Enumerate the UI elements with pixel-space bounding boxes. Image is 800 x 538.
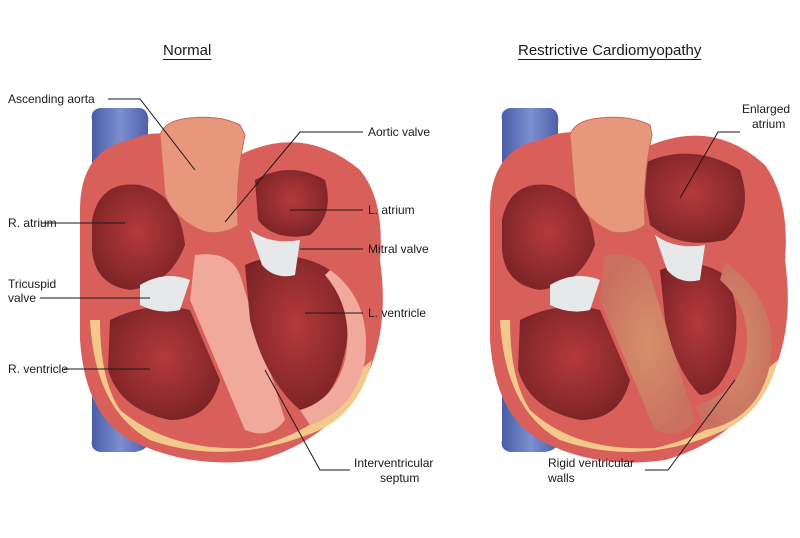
label-l-atrium: L. atrium [368,203,415,217]
restrictive-heart [490,108,788,471]
label-ascending-aorta: Ascending aorta [8,92,95,106]
label-enlarged-atrium-line1: Enlarged [742,102,791,116]
label-enlarged-atrium-line2: atrium [752,117,786,131]
septum-normal [190,254,285,434]
label-tricuspid-line1: Tricuspid [8,277,57,291]
r-ventricle-chamber-restrictive [518,306,630,420]
l-atrium-chamber-normal [255,170,328,237]
r-ventricle-chamber-normal [108,306,220,420]
aorta-restrictive [569,116,653,234]
septum-restrictive [600,254,695,434]
l-ventricle-chamber-normal [245,256,348,410]
l-ventricle-chamber-restrictive [660,263,737,395]
mitral-valve-restrictive [655,235,705,282]
panel-title-normal: Normal [163,42,212,59]
label-rigid-walls-line2: walls [548,471,575,485]
enlarged-atrium-restrictive [640,153,745,243]
tricuspid-valve-restrictive [550,276,600,312]
normal-heart [40,98,383,471]
leader-lines-normal [40,98,363,471]
label-r-atrium: R. atrium [8,216,57,230]
label-septum-line2: septum [380,471,420,485]
aorta-normal [159,116,246,234]
label-r-ventricle: R. ventricle [8,362,69,376]
label-rigid-walls-line1: Rigid ventricular [548,456,635,470]
rigid-wall-restrictive [695,262,772,430]
label-l-ventricle: L. ventricle [368,306,427,320]
label-tricuspid-line2: valve [8,291,37,305]
label-aortic-valve: Aortic valve [368,125,431,139]
l-ventricle-wall-normal [300,270,366,425]
panel-title-restrictive: Restrictive Cardiomyopathy [518,42,702,59]
tricuspid-valve-normal [140,276,190,312]
label-mitral-valve: Mitral valve [368,242,429,256]
mitral-valve-normal [250,230,300,277]
leader-lines-restrictive [645,131,740,471]
r-atrium-chamber-restrictive [502,184,595,290]
label-septum-line1: Interventricular [354,456,434,470]
r-atrium-chamber-normal [92,184,185,290]
